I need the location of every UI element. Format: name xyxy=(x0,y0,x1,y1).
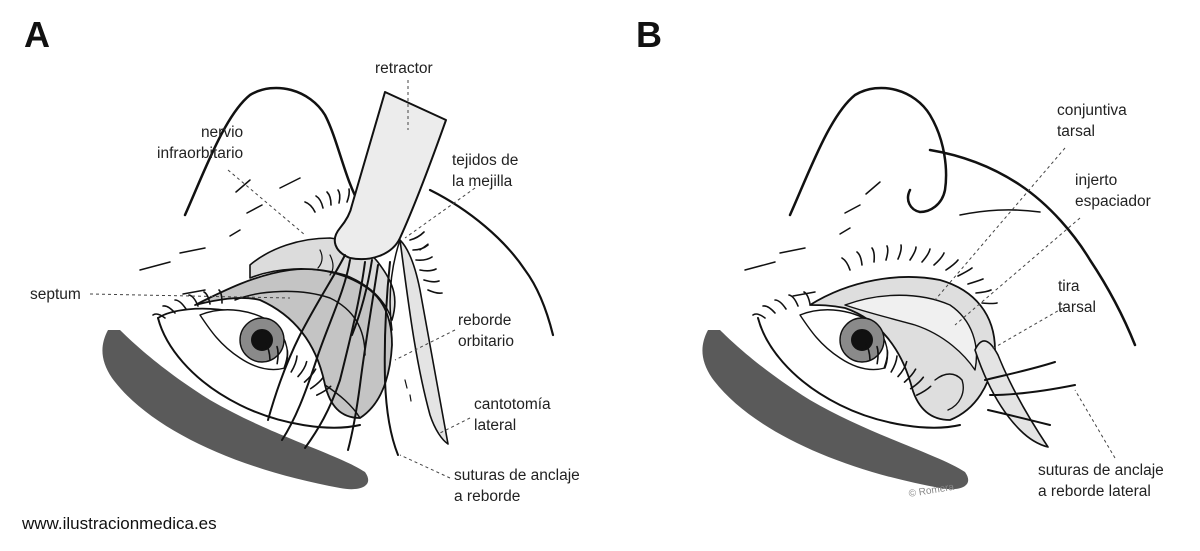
website-credit: www.ilustracionmedica.es xyxy=(22,514,217,533)
anchor-sutures-a xyxy=(267,254,399,456)
label-nervio-infraorbitario: nervio infraorbitario xyxy=(157,124,244,162)
lower-lid-outline xyxy=(157,317,361,429)
label-tejidos-mejilla: tejidos de la mejilla xyxy=(452,152,519,190)
label-retractor: retractor xyxy=(375,60,433,77)
panel-b-drawing xyxy=(702,86,1137,490)
label-cantotomia-lateral: cantotomía lateral xyxy=(474,396,551,434)
cheek-shadow-b xyxy=(702,330,969,490)
leaders-a xyxy=(89,80,476,479)
cantotomy-strip xyxy=(399,239,449,445)
label-reborde-orbitario: reborde orbitario xyxy=(458,312,514,350)
leaders-b xyxy=(934,147,1116,459)
label-suturas-a: suturas de anclaje a reborde xyxy=(454,467,580,505)
retractor-blade xyxy=(333,91,447,260)
label-conjuntiva-tarsal: conjuntiva tarsal xyxy=(1057,102,1127,140)
panel-a-letter: A xyxy=(24,14,50,55)
panel-a-drawing xyxy=(102,86,555,490)
panel-b-letter: B xyxy=(636,14,662,55)
nose-outline-b xyxy=(788,86,948,217)
label-injerto-espaciador: injerto espaciador xyxy=(1075,172,1151,210)
cheek-shadow xyxy=(102,330,369,490)
label-septum: septum xyxy=(30,286,81,303)
label-suturas-b: suturas de anclaje a reborde lateral xyxy=(1038,462,1164,500)
spacer-graft xyxy=(844,294,978,371)
nose-outline xyxy=(183,86,362,217)
label-tira-tarsal: tira tarsal xyxy=(1058,278,1096,316)
anchor-sutures-b xyxy=(984,361,1076,426)
nose-bridge-line xyxy=(428,188,555,337)
